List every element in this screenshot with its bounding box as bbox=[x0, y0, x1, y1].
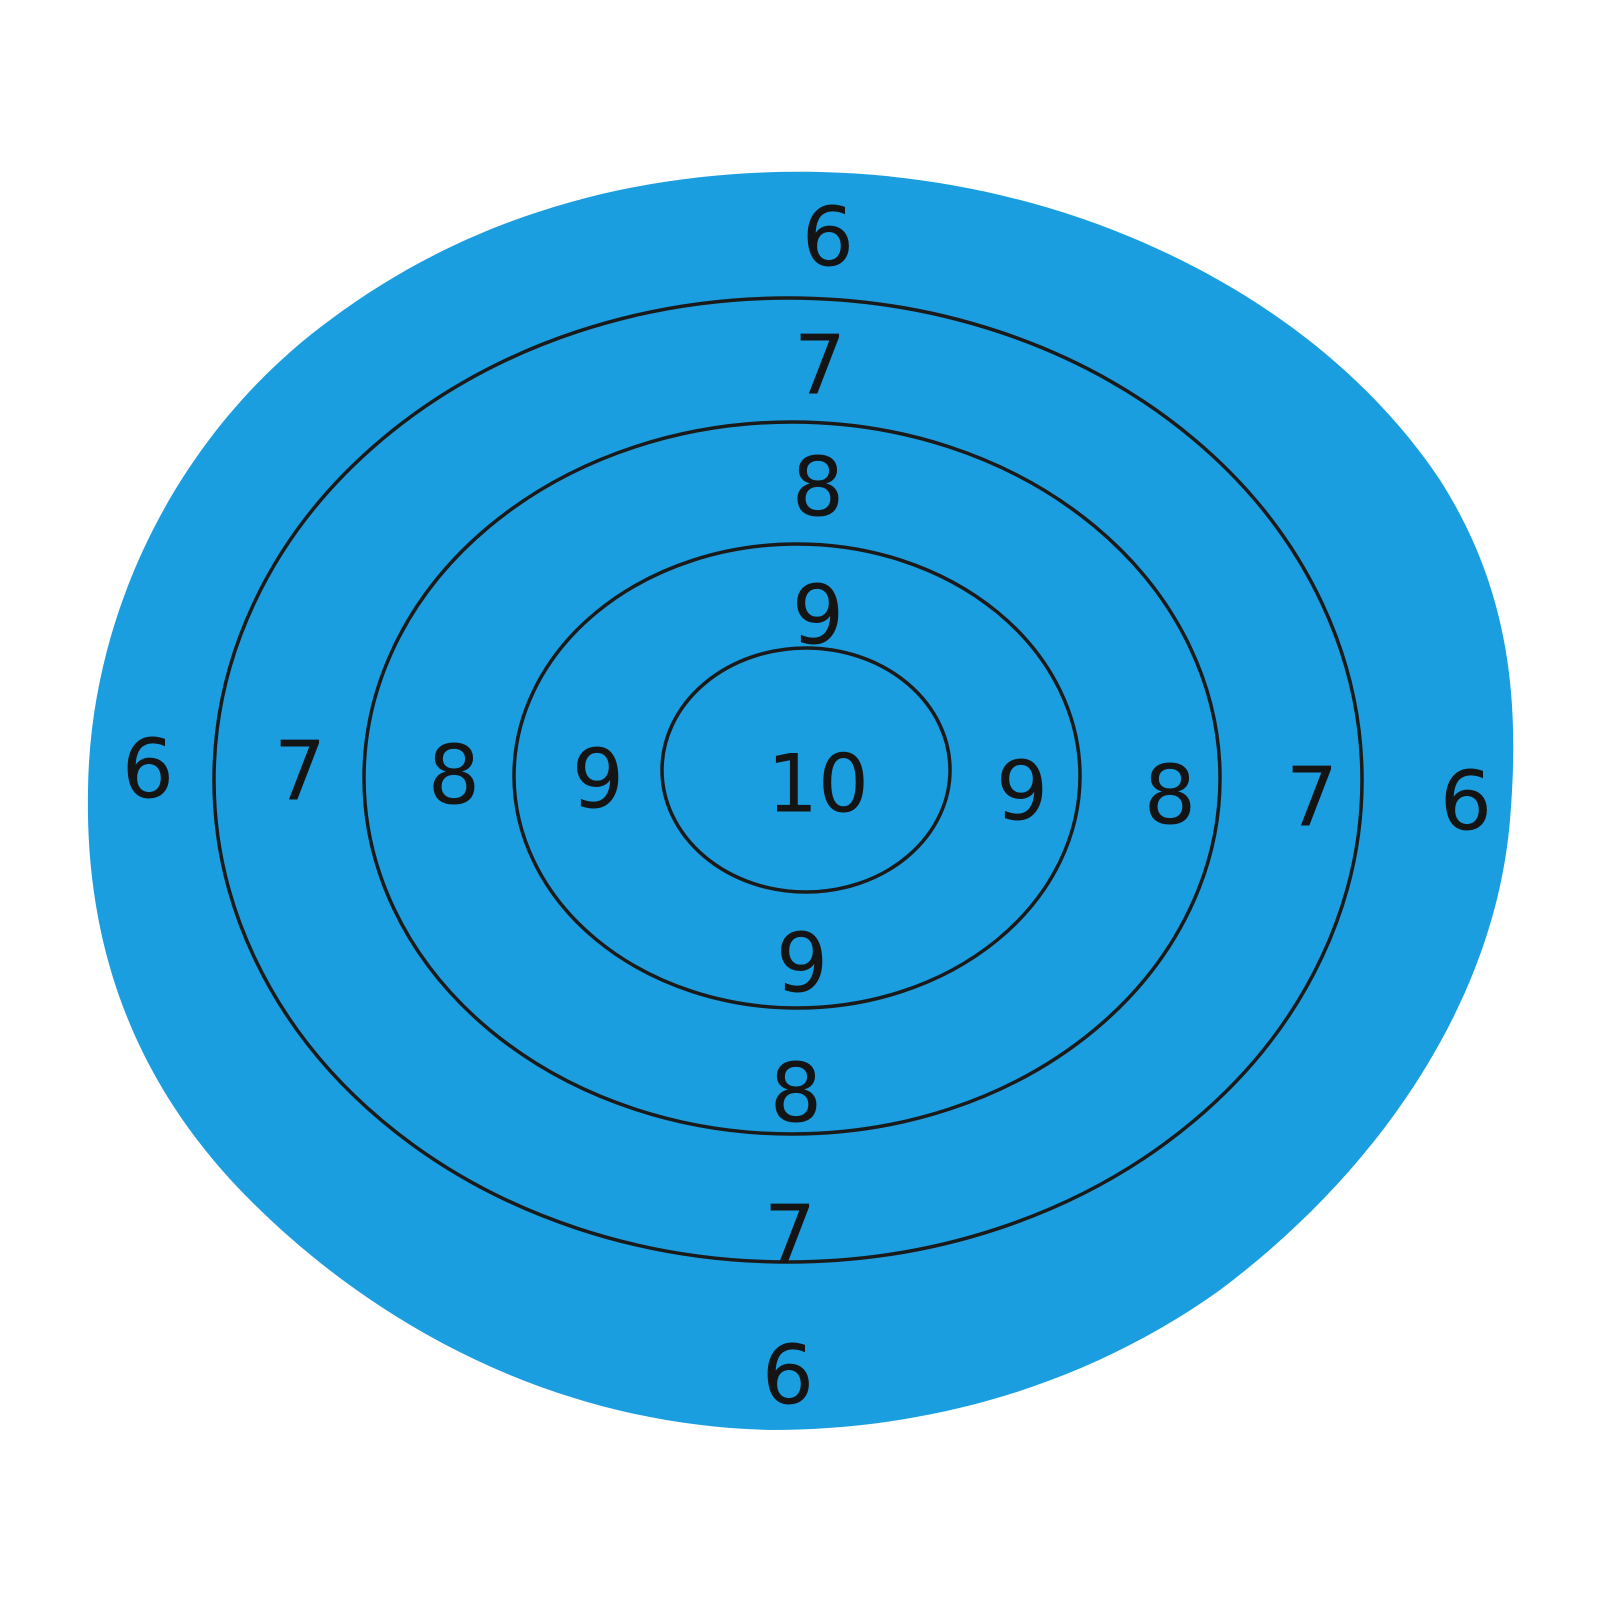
ring-8-red bbox=[362, 420, 1222, 1136]
score-label-9-left: 9 bbox=[572, 733, 624, 828]
ring-10-center bbox=[660, 646, 952, 894]
score-label-6-left: 6 bbox=[122, 723, 174, 818]
score-label-7-left: 7 bbox=[274, 725, 326, 820]
score-label-6-right: 6 bbox=[1440, 755, 1492, 850]
ring-9-yellow bbox=[512, 542, 1082, 1010]
score-label-7-bottom: 7 bbox=[764, 1189, 816, 1284]
score-label-7-top: 7 bbox=[794, 319, 846, 414]
score-label-8-left: 8 bbox=[428, 729, 480, 824]
score-label-8-bottom: 8 bbox=[770, 1047, 822, 1142]
score-label-9-right: 9 bbox=[996, 745, 1048, 840]
score-label-6-bottom: 6 bbox=[762, 1329, 814, 1424]
score-label-8-right: 8 bbox=[1144, 749, 1196, 844]
score-label-8-top: 8 bbox=[792, 441, 844, 536]
score-label-9-bottom: 9 bbox=[776, 917, 828, 1012]
ring-6-blue bbox=[87, 171, 1514, 1430]
score-label-7-right: 7 bbox=[1286, 751, 1338, 846]
score-label-9-top: 9 bbox=[792, 569, 844, 664]
score-label-10-center: 10 bbox=[767, 738, 869, 831]
ring-7-red bbox=[212, 296, 1364, 1264]
score-label-6-top: 6 bbox=[802, 191, 854, 286]
